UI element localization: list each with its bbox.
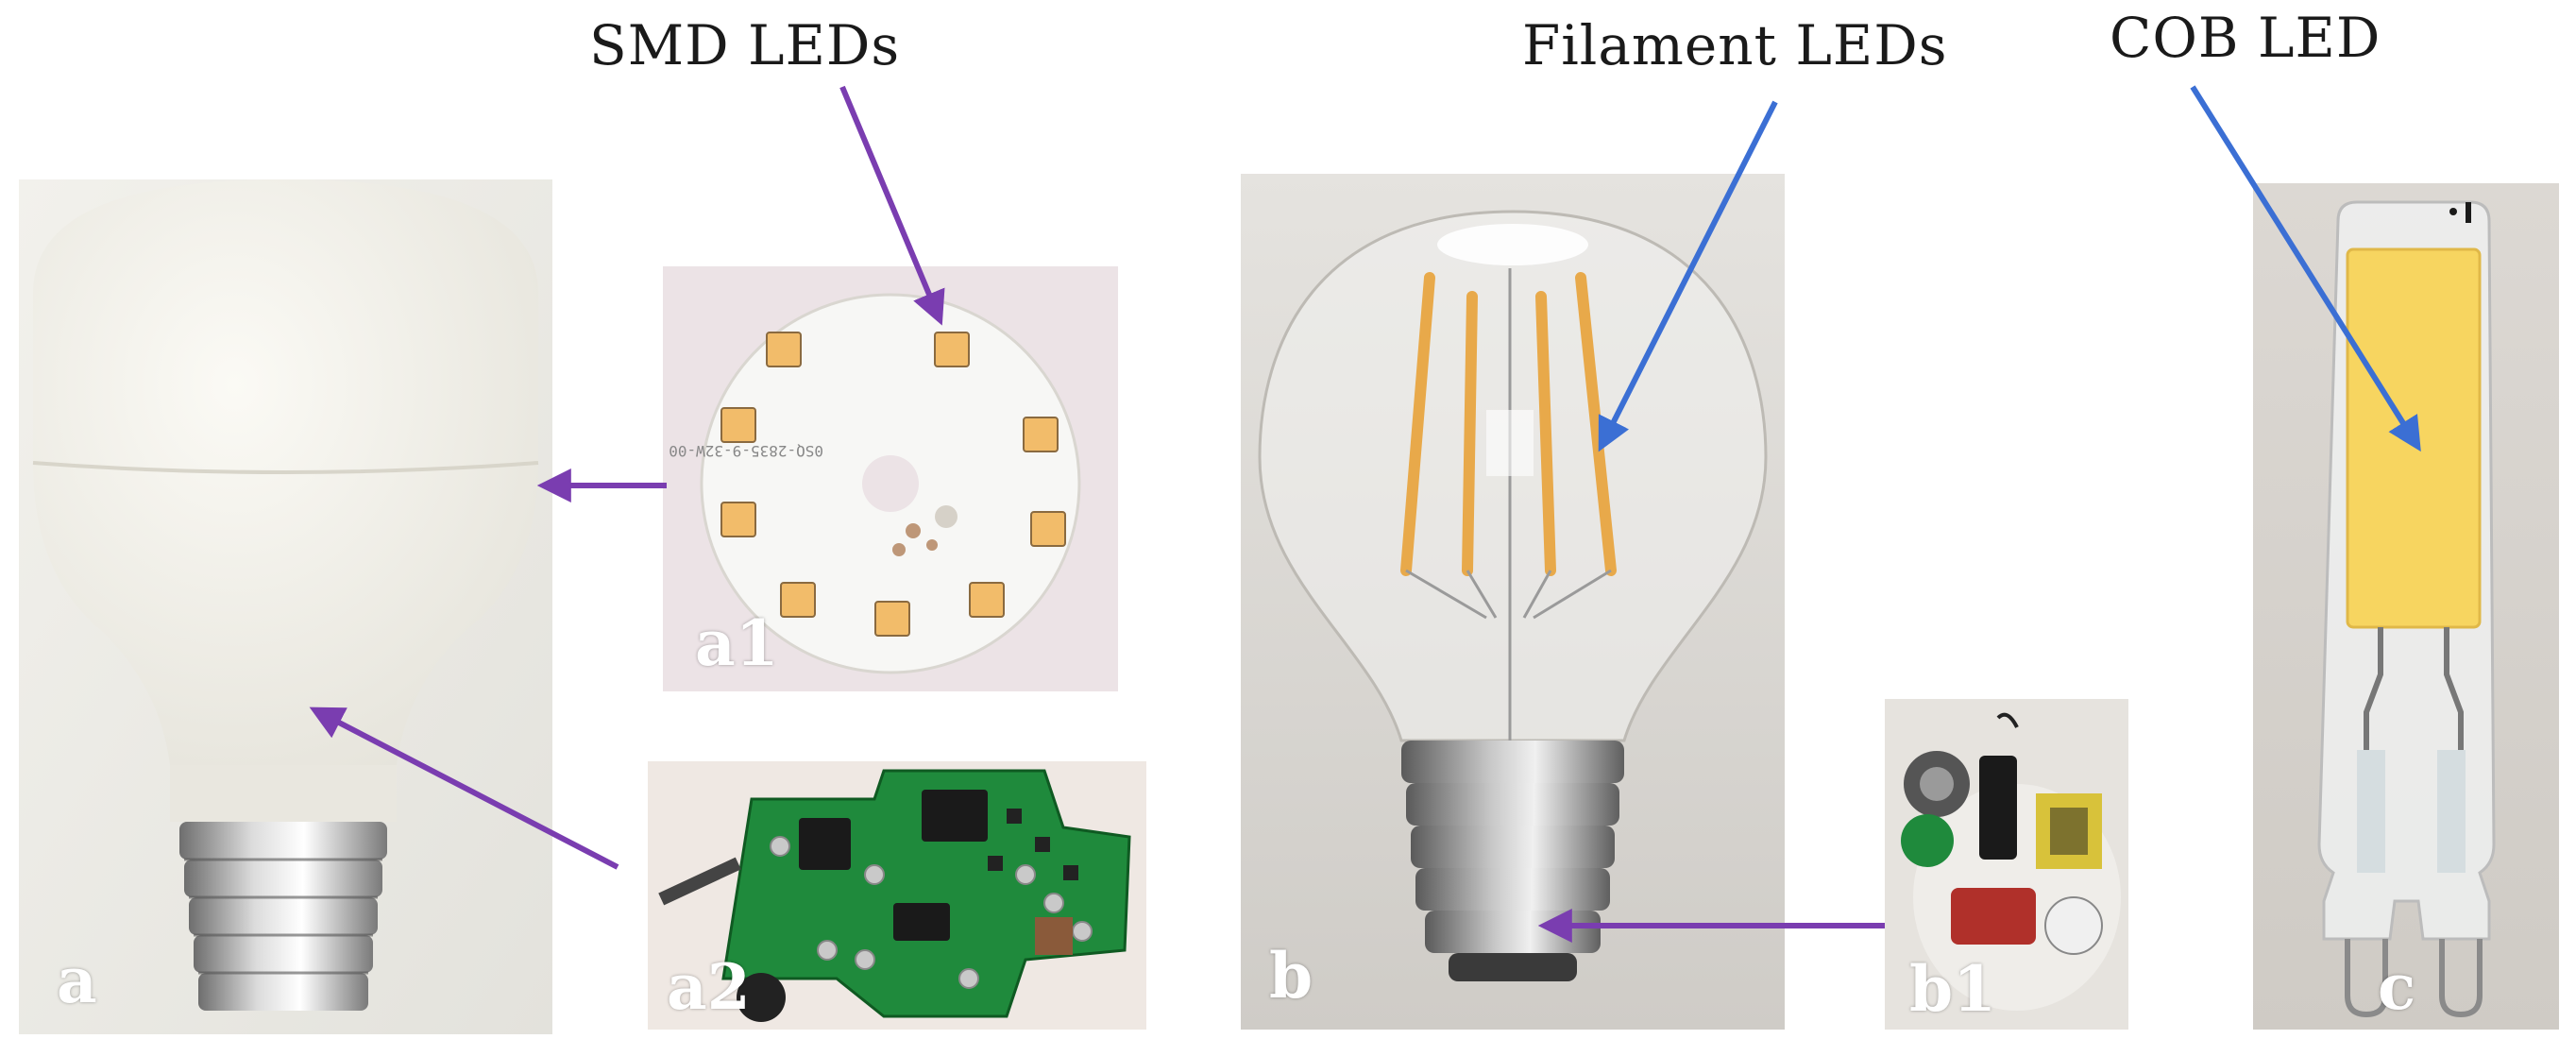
- smd-board-image: 0SQ-2835-9-32W-00: [663, 266, 1118, 691]
- panel-label-c: c: [2378, 950, 2416, 1024]
- panel-a2-driver-pcb: a2: [648, 761, 1146, 1030]
- smd-bulb-image: [19, 179, 552, 1034]
- panel-label-a: a: [57, 944, 97, 1017]
- panel-label-a1: a1: [695, 606, 779, 680]
- panel-b1-filament-driver: b1: [1885, 699, 2128, 1030]
- smd-leds-label: SMD LEDs: [589, 13, 901, 77]
- panel-c-cob-capsule: c: [2253, 183, 2559, 1030]
- cob-capsule-image: [2253, 183, 2559, 1030]
- svg-text:0SQ-2835-9-32W-00: 0SQ-2835-9-32W-00: [669, 442, 823, 460]
- panel-a-smd-bulb: a: [19, 179, 552, 1034]
- driver-pcb-image: [648, 761, 1146, 1030]
- filament-bulb-image: [1241, 174, 1785, 1030]
- filament-leds-label: Filament LEDs: [1522, 13, 1948, 77]
- filament-driver-image: [1885, 699, 2128, 1030]
- panel-label-b1: b1: [1909, 952, 1997, 1026]
- panel-b-filament-bulb: b: [1241, 174, 1785, 1030]
- cob-led-label: COB LED: [2110, 6, 2381, 70]
- panel-label-b: b: [1269, 939, 1313, 1013]
- panel-label-a2: a2: [667, 950, 751, 1024]
- panel-a1-smd-board: 0SQ-2835-9-32W-00 a1: [663, 266, 1118, 691]
